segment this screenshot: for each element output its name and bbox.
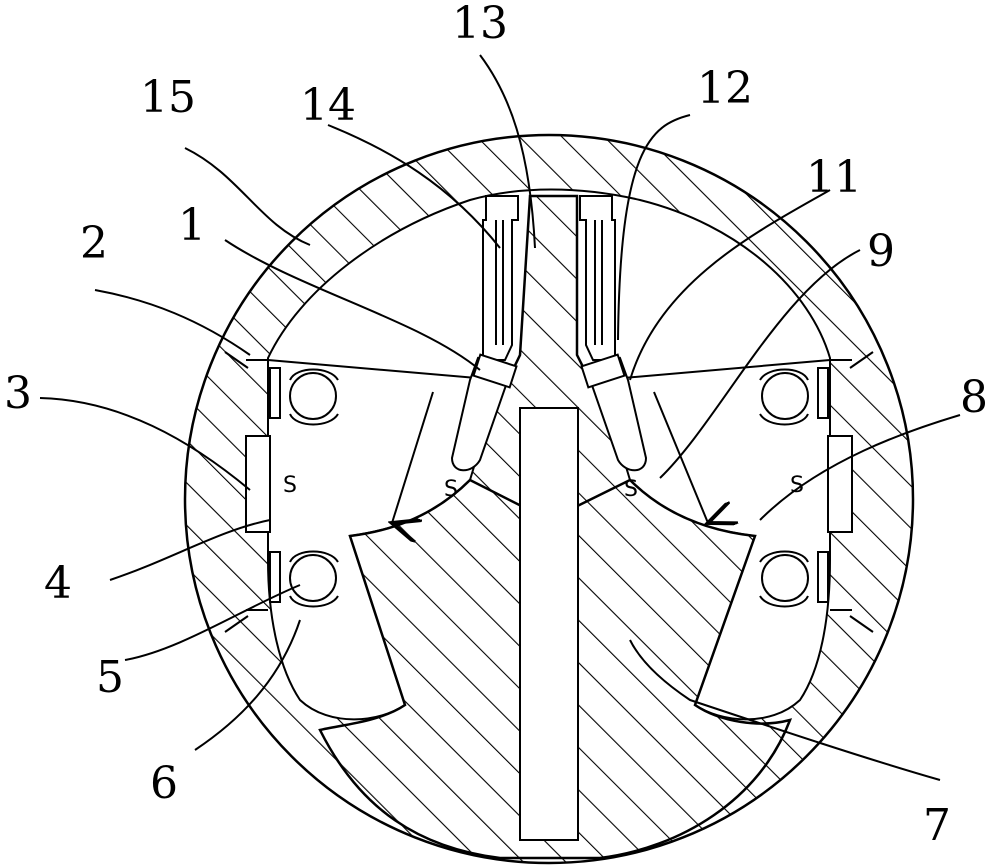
label-2: 2	[80, 218, 108, 269]
pole-mark-right-magnet: S	[790, 473, 804, 498]
label-12: 12	[697, 63, 753, 114]
label-4: 4	[44, 558, 72, 609]
label-3: 3	[4, 368, 32, 419]
label-9: 9	[867, 226, 895, 277]
label-6: 6	[150, 758, 178, 809]
pole-mark-left-magnet: S	[283, 473, 297, 498]
label-14: 14	[300, 80, 356, 131]
pole-mark-right-insert: S	[624, 477, 638, 502]
label-7: 7	[923, 800, 951, 851]
label-8: 8	[960, 372, 988, 423]
label-15: 15	[140, 72, 196, 123]
label-5: 5	[96, 652, 124, 703]
central-slot	[520, 408, 578, 840]
pole-mark-left-insert: S	[444, 477, 458, 502]
label-1: 1	[178, 200, 206, 251]
label-11: 11	[806, 152, 862, 203]
label-13: 13	[452, 0, 508, 49]
